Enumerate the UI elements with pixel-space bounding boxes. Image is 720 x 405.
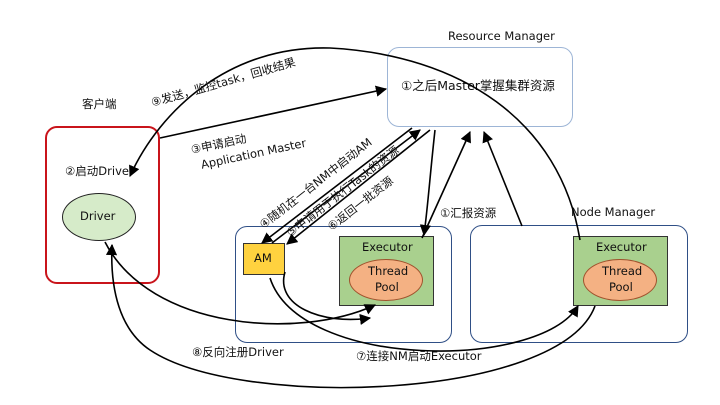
- resource-manager-box: [387, 47, 573, 127]
- thread-pool-2-line2: Pool: [609, 280, 633, 294]
- node-manager-2-title: Node Manager: [571, 205, 656, 219]
- edge-step9: [129, 47, 581, 241]
- driver-node: [62, 193, 136, 241]
- edge-am-executor1: [282, 271, 372, 325]
- thread-pool-1-line2: Pool: [375, 280, 399, 294]
- am-node: [243, 243, 285, 275]
- edge-step8: [105, 243, 596, 389]
- client-title: 客户端: [82, 97, 117, 111]
- node-manager-2-box: [470, 225, 688, 343]
- edge-rm-executor1: [419, 129, 436, 237]
- edge-step4: [261, 127, 413, 244]
- am-label: AM: [254, 251, 272, 265]
- resource-manager-title: Resource Manager: [448, 29, 555, 43]
- edge-step1-nm2: [482, 130, 523, 227]
- resource-manager-content: ①之后Master掌握集群资源: [401, 78, 555, 93]
- thread-pool-1-line1: Thread: [368, 264, 409, 278]
- start-driver-label: ②启动Driver: [65, 164, 134, 178]
- edge-step3: [159, 85, 388, 139]
- executor-1-label: Executor: [362, 240, 413, 254]
- edge-step6: [286, 129, 431, 245]
- thread-pool-2: [583, 259, 657, 301]
- thread-pool-2-line1: Thread: [602, 264, 643, 278]
- node-manager-1-box: [235, 226, 452, 343]
- step8-label: ⑧反向注册Driver: [192, 345, 284, 359]
- driver-label: Driver: [80, 209, 116, 223]
- edge-step7: [269, 277, 579, 352]
- edge-step1-nm1: [421, 130, 471, 239]
- client-box: [45, 126, 160, 284]
- thread-pool-1: [349, 259, 423, 301]
- executor-2-label: Executor: [596, 240, 647, 254]
- edge-driver-executor1: [104, 241, 377, 325]
- step1-label: ①汇报资源: [440, 206, 497, 220]
- step7-label: ⑦连接NM启动Executor: [356, 349, 482, 363]
- edge-step5: [271, 129, 421, 244]
